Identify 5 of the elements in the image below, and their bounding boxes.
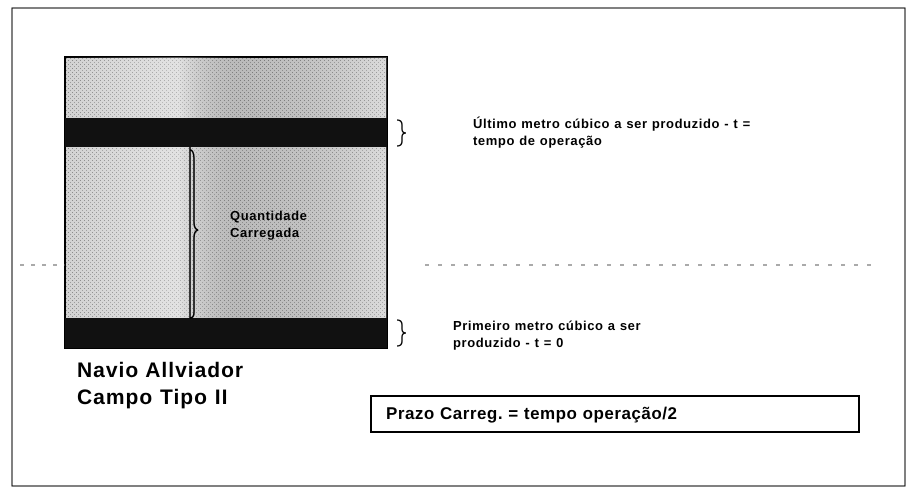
ship-caption: Navio Allviador Campo Tipo II (77, 358, 246, 412)
callout-text: Último metro cúbico a ser produzido - t = tempo de operação (473, 116, 752, 150)
region-label: Quantidade Carregada (230, 208, 309, 242)
callout-text: Primeiro metro cúbico a ser produzido - t = 0 (453, 318, 642, 352)
formula-box: Prazo Carreg. = tempo operação/2 (370, 395, 860, 433)
